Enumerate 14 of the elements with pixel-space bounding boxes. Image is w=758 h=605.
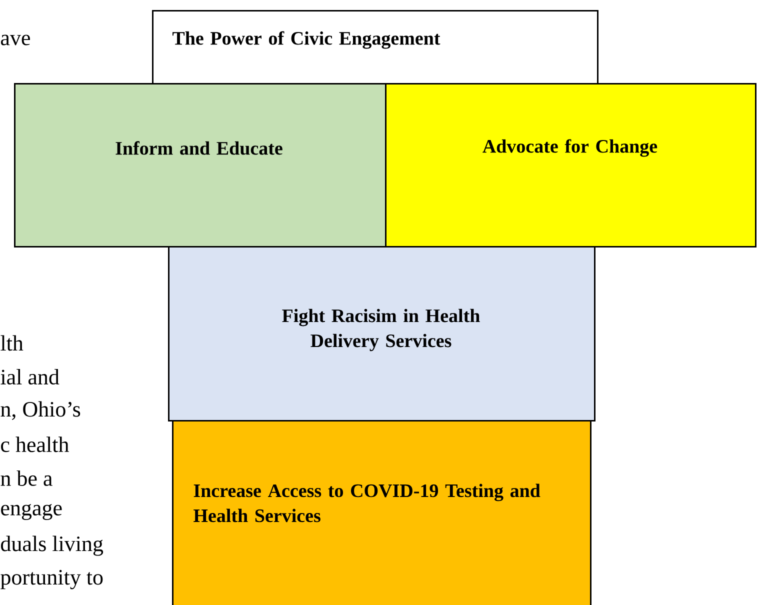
paragraph-fragment: n be a (0, 470, 52, 486)
paragraph-fragment: portunity to (0, 570, 103, 590)
text-box: The Power of Civic Engagement (152, 10, 598, 86)
paragraph-fragment: ial and (0, 369, 60, 385)
text-box: Advocate for Change (385, 83, 756, 248)
text-box: Inform and Educate (14, 83, 386, 248)
paragraph-fragment: c health (1, 436, 69, 452)
paragraph-fragment: n, Ohio’s (0, 401, 80, 420)
paragraph-fragment: lth (0, 335, 24, 351)
text-box: Increase Access to COVID-19 Testing and Health Services (172, 420, 592, 605)
paragraph-fragment: duals living (1, 536, 104, 556)
text-box: Fight Racisim in Health Delivery Services (168, 246, 596, 422)
paragraph-fragment: ave (0, 34, 30, 46)
paragraph-fragment: engage (1, 504, 62, 520)
